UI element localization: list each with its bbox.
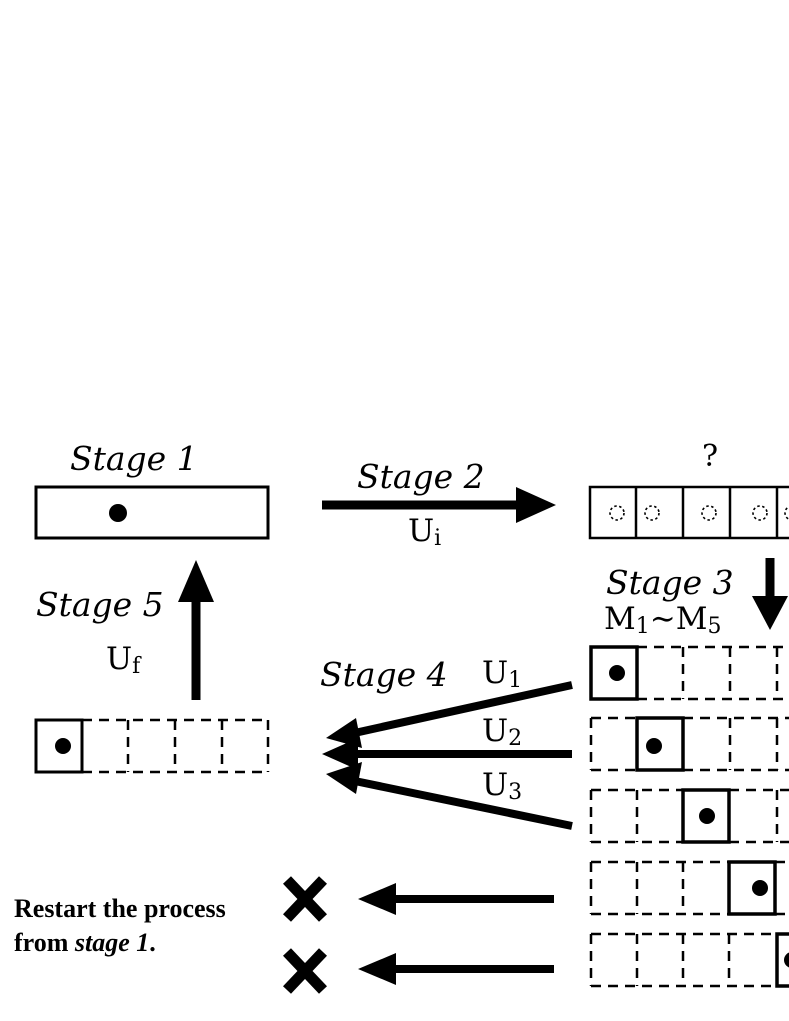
dot-icon: [109, 504, 127, 522]
measurement-row-m1: [589, 645, 789, 701]
u3-operator-label: U3: [482, 767, 523, 805]
measurement-row-m5: [589, 932, 789, 988]
dot-icon: [55, 738, 71, 754]
measurement-row-m4: [589, 860, 789, 916]
stage2-arrow-icon: [322, 487, 556, 523]
m5-discard-arrow-icon: [358, 953, 554, 985]
u1-arrow-icon: [326, 681, 573, 748]
dot-icon: [609, 665, 625, 681]
stage1-register: [34, 485, 270, 540]
u2-arrow-icon: [322, 738, 572, 770]
stage3-label: Stage 3: [606, 563, 734, 602]
u1-operator-label: U1: [482, 655, 523, 693]
stage4-label: Stage 4: [320, 655, 448, 694]
dot-icon: [784, 952, 789, 968]
dashed-dot-icon: [784, 505, 789, 521]
dashed-dot-icon: [609, 505, 625, 521]
measurement-range-label: M1∼M5: [604, 601, 722, 639]
stage5-arrow-icon: [178, 560, 214, 700]
cross-icon: [283, 948, 327, 994]
result-register: [34, 718, 270, 774]
measurement-row-m3: [589, 788, 789, 844]
restart-note-line2: from stage 1.: [14, 928, 156, 957]
stage2-label: Stage 2: [357, 457, 485, 496]
dot-icon: [699, 808, 715, 824]
stage1-label: Stage 1: [70, 439, 198, 478]
measurement-row-m2: [589, 716, 789, 772]
superposition-register: [588, 485, 789, 540]
restart-note-line1: Restart the process: [14, 894, 226, 923]
dashed-dot-icon: [752, 505, 768, 521]
u2-operator-label: U2: [482, 713, 523, 751]
u3-arrow-icon: [326, 762, 573, 830]
dot-icon: [752, 880, 768, 896]
ui-operator-label: Ui: [408, 513, 442, 551]
cross-icon: [283, 876, 327, 922]
dashed-dot-icon: [644, 505, 660, 521]
stage3-arrow-icon: [752, 558, 788, 630]
stage5-label: Stage 5: [36, 585, 164, 624]
dashed-dot-icon: [701, 505, 717, 521]
uf-operator-label: Uf: [106, 641, 141, 679]
unknown-state-label: ?: [702, 439, 719, 474]
dot-icon: [646, 738, 662, 754]
m4-discard-arrow-icon: [358, 883, 554, 915]
